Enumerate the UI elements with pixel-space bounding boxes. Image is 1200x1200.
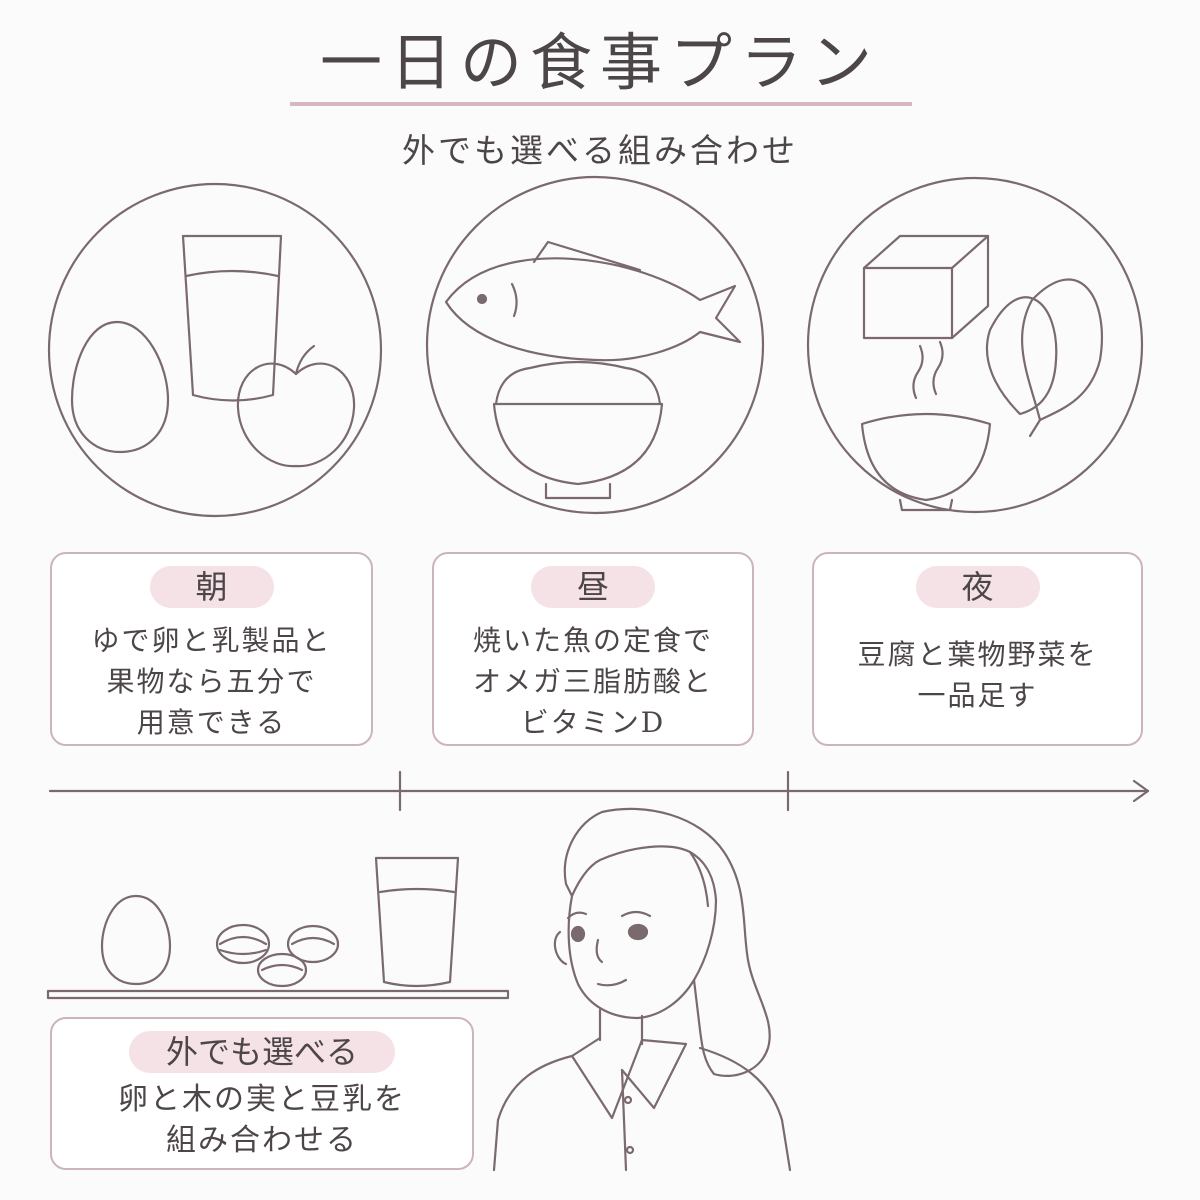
steam-icon-2 bbox=[932, 340, 944, 396]
shirt-collar-2 bbox=[620, 1038, 688, 1110]
lunch-tag: 昼 bbox=[531, 566, 655, 608]
dinner-illustration bbox=[806, 176, 1144, 514]
soy-milk-glass-icon bbox=[374, 856, 460, 988]
woman-shoulder-2 bbox=[698, 1046, 792, 1172]
bowl-foot bbox=[544, 482, 612, 500]
shirt-button bbox=[623, 1095, 633, 1105]
nut-lines-2 bbox=[290, 936, 336, 946]
woman-hair bbox=[563, 807, 771, 1078]
shirt-collar bbox=[570, 1036, 644, 1120]
woman-ear bbox=[553, 930, 568, 966]
dinner-tag: 夜 bbox=[915, 566, 1040, 608]
woman-nose bbox=[595, 938, 604, 964]
nut-icon bbox=[215, 923, 271, 965]
title-underline bbox=[290, 102, 912, 106]
fish-fin bbox=[532, 240, 642, 272]
woman-mouth bbox=[596, 978, 628, 987]
egg-icon bbox=[70, 320, 170, 454]
eyebrow-2 bbox=[566, 911, 588, 920]
lunch-circle bbox=[425, 175, 765, 515]
apple-stem bbox=[294, 344, 316, 376]
dinner-line: 豆腐と葉物野菜を bbox=[857, 638, 1098, 671]
timeline-arrowhead bbox=[1132, 779, 1150, 803]
woman-face bbox=[567, 894, 696, 1020]
woman-shoulder bbox=[492, 1054, 574, 1172]
nut-icon-3 bbox=[256, 952, 308, 988]
snack-illustration bbox=[46, 856, 510, 1000]
dinner-card: 夜 豆腐と葉物野菜を 一品足す bbox=[812, 552, 1143, 746]
lunch-illustration bbox=[425, 175, 765, 515]
snack-line: 組み合わせる bbox=[166, 1123, 358, 1158]
tofu-icon bbox=[862, 234, 990, 340]
breakfast-line: ゆで卵と乳製品と bbox=[91, 624, 332, 657]
fish-gill bbox=[510, 282, 518, 318]
snack-tag: 外でも選べる bbox=[129, 1031, 395, 1073]
fish-icon bbox=[444, 257, 742, 362]
breakfast-circle bbox=[47, 182, 383, 518]
dinner-circle bbox=[806, 176, 1144, 514]
lunch-card: 昼 焼いた魚の定食で オメガ三脂肪酸と ビタミンD bbox=[432, 552, 754, 746]
lunch-description: 焼いた魚の定食で オメガ三脂肪酸と ビタミンD bbox=[434, 620, 752, 743]
shirt-placket bbox=[620, 1068, 628, 1172]
snack-egg-icon bbox=[100, 894, 172, 986]
woman-illustration bbox=[492, 807, 792, 1172]
timeline bbox=[48, 770, 1150, 812]
woman-eye-2 bbox=[570, 925, 586, 943]
page-title: 一日の食事プラン bbox=[319, 26, 880, 99]
eyebrow bbox=[620, 910, 652, 918]
rice-bowl-icon bbox=[492, 402, 664, 486]
rice-mound bbox=[494, 360, 662, 406]
snack-card: 外でも選べる 卵と木の実と豆乳を 組み合わせる bbox=[50, 1017, 474, 1170]
breakfast-tag: 朝 bbox=[149, 566, 274, 608]
lunch-line: オメガ三脂肪酸と bbox=[472, 665, 713, 698]
apple-icon bbox=[236, 362, 356, 468]
woman-eye bbox=[627, 923, 649, 941]
shirt-button-2 bbox=[625, 1145, 635, 1155]
spinach-leaf-icon-2 bbox=[985, 296, 1058, 416]
steam-icon bbox=[912, 344, 924, 400]
nut-lines bbox=[218, 935, 268, 956]
hair-part bbox=[688, 850, 710, 908]
breakfast-line: 果物なら五分で bbox=[106, 665, 317, 698]
breakfast-card: 朝 ゆで卵と乳製品と 果物なら五分で 用意できる bbox=[50, 552, 373, 746]
snack-line: 卵と木の実と豆乳を bbox=[118, 1082, 406, 1117]
breakfast-description: ゆで卵と乳製品と 果物なら五分で 用意できる bbox=[52, 620, 371, 743]
snack-description: 卵と木の実と豆乳を 組み合わせる bbox=[52, 1079, 472, 1161]
page-subtitle: 外でも選べる組み合わせ bbox=[402, 131, 798, 170]
soup-bowl-icon bbox=[860, 412, 992, 502]
soup-bowl-foot bbox=[898, 498, 954, 512]
dinner-description: 豆腐と葉物野菜を 一品足す bbox=[814, 634, 1141, 716]
tofu-edges bbox=[862, 234, 990, 340]
lunch-line: 焼いた魚の定食で bbox=[472, 624, 713, 657]
nut-lines-3 bbox=[260, 963, 304, 972]
fish-eye bbox=[476, 293, 488, 305]
shelf bbox=[46, 989, 510, 1000]
breakfast-illustration bbox=[47, 182, 383, 518]
glass-icon bbox=[181, 234, 283, 402]
spinach-stem bbox=[1028, 418, 1042, 438]
soy-milk-line bbox=[378, 887, 456, 894]
breakfast-line: 用意できる bbox=[136, 706, 287, 739]
dinner-line: 一品足す bbox=[917, 679, 1038, 712]
lunch-line: ビタミンD bbox=[520, 706, 666, 739]
spinach-leaf-icon bbox=[1020, 278, 1104, 422]
nut-icon-2 bbox=[286, 924, 340, 964]
glass-milk-line bbox=[184, 269, 280, 278]
